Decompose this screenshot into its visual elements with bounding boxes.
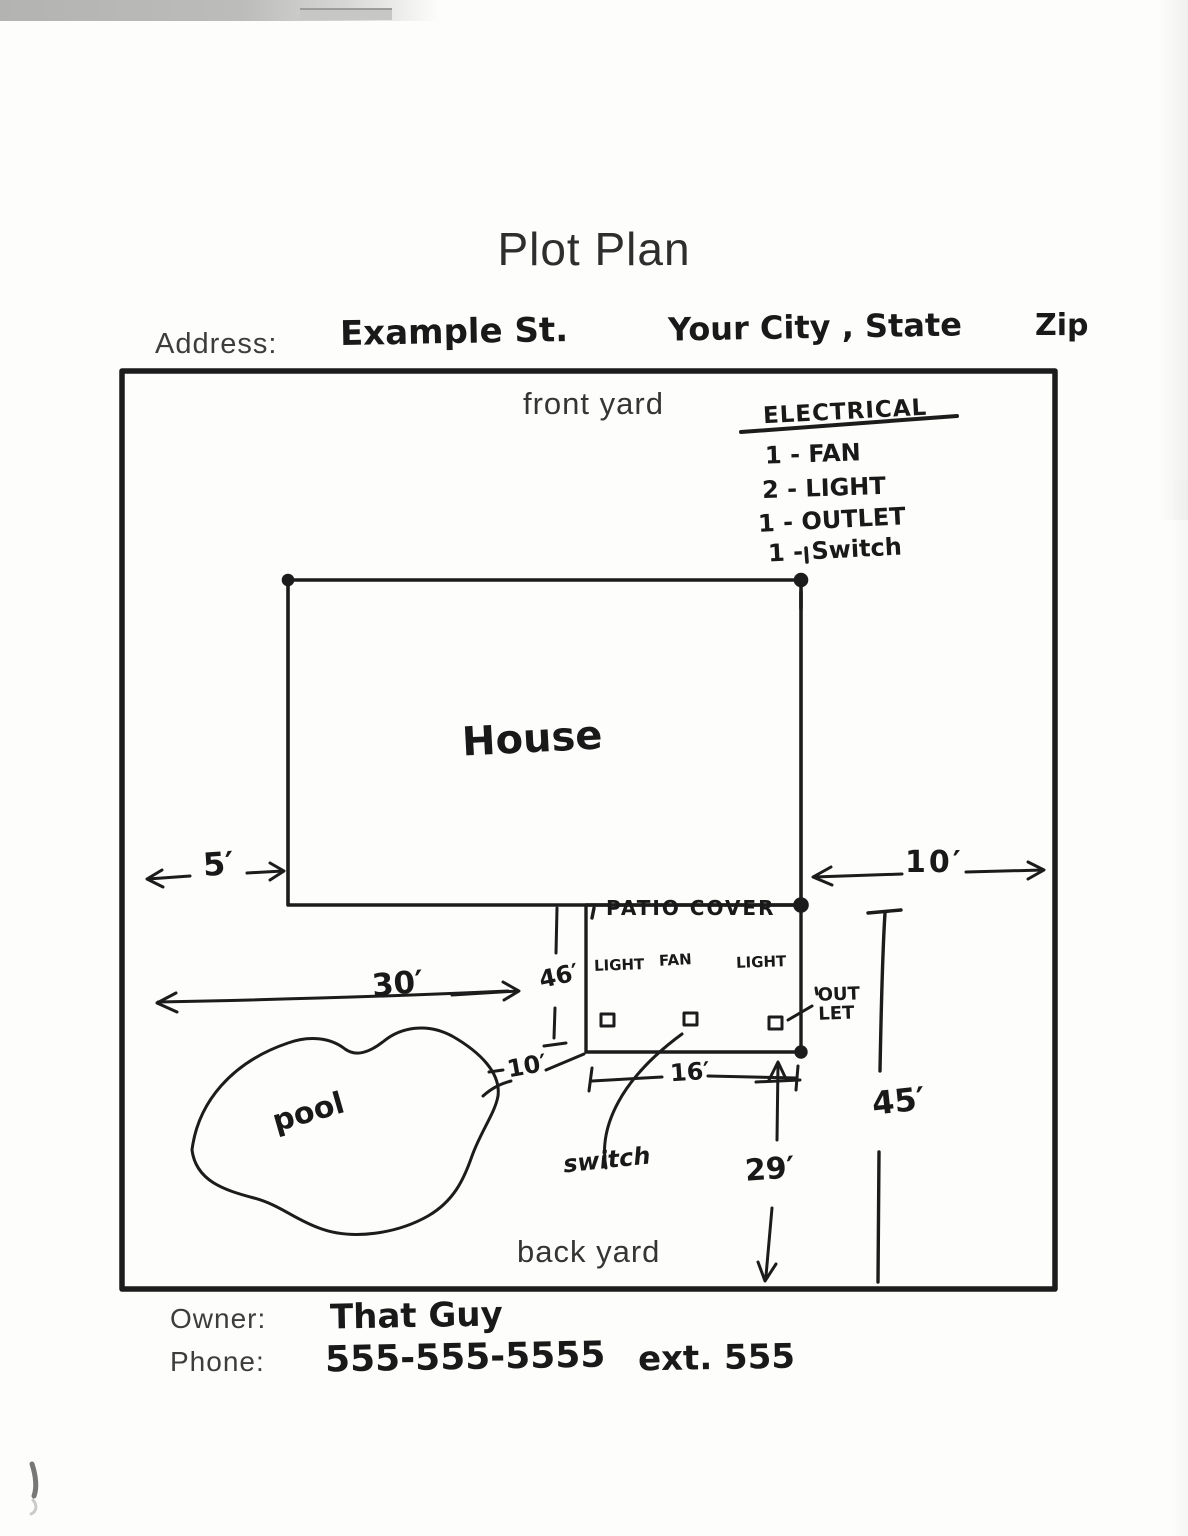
dim-pool-span: 30′ — [370, 963, 425, 1005]
owner-name-value: That Guy — [329, 1294, 504, 1338]
patio-cover-label: PATIO COVER — [606, 896, 776, 920]
electrical-heading: ELECTRICAL — [762, 394, 928, 430]
scan-artifact-top-notch — [300, 8, 392, 20]
patio-light-left-label: LIGHT — [593, 955, 645, 975]
address-label: Address: — [155, 328, 278, 360]
address-zip-value: Zip — [1035, 308, 1089, 343]
dim-right-setback: 10′ — [905, 845, 964, 880]
dim-side-yard-length: 45′ — [870, 1079, 927, 1123]
address-street-value: Example St. — [339, 310, 569, 354]
patio-outline — [584, 903, 808, 1059]
scan-artifact-right-edge-lower — [1172, 480, 1188, 1536]
electrical-item-light: 2 - LIGHT — [761, 471, 887, 505]
dimension-30ft-arrows — [155, 980, 521, 1014]
pool-label: pool — [268, 1085, 349, 1140]
dim-left-setback: 5′ — [201, 843, 235, 885]
patio-light-right-label: LIGHT — [735, 952, 787, 972]
ink-smudge — [29, 1461, 39, 1516]
page-title: Plot Plan — [497, 223, 691, 275]
dim-patio-to-back-fence: 29′ — [743, 1150, 796, 1189]
pool-outline — [190, 1026, 500, 1236]
outlet-pointer-line — [786, 986, 819, 1022]
patio-fan-label: FAN — [658, 950, 693, 970]
switch-label: switch — [561, 1141, 652, 1179]
dim-pool-to-patio: 10′ — [504, 1048, 549, 1084]
dim-patio-width: 16′ — [669, 1056, 711, 1088]
scan-artifact-right-edge — [1158, 0, 1188, 520]
outlet-label: OUT LET — [817, 983, 861, 1025]
owner-label: Owner: — [170, 1303, 267, 1334]
house-label: House — [460, 712, 604, 766]
phone-label: Phone: — [170, 1346, 265, 1377]
back-yard-label: back yard — [517, 1234, 661, 1269]
electrical-item-switch: 1 - Switch — [767, 532, 903, 568]
front-yard-label: front yard — [523, 386, 664, 421]
phone-ext-value: ext. 555 — [637, 1336, 796, 1380]
address-city-state-value: Your City , State — [667, 305, 963, 349]
phone-number-value: 555-555-5555 — [324, 1334, 606, 1381]
dim-patio-height: 46′ — [536, 958, 582, 994]
electrical-item-fan: 1 - FAN — [764, 438, 862, 470]
